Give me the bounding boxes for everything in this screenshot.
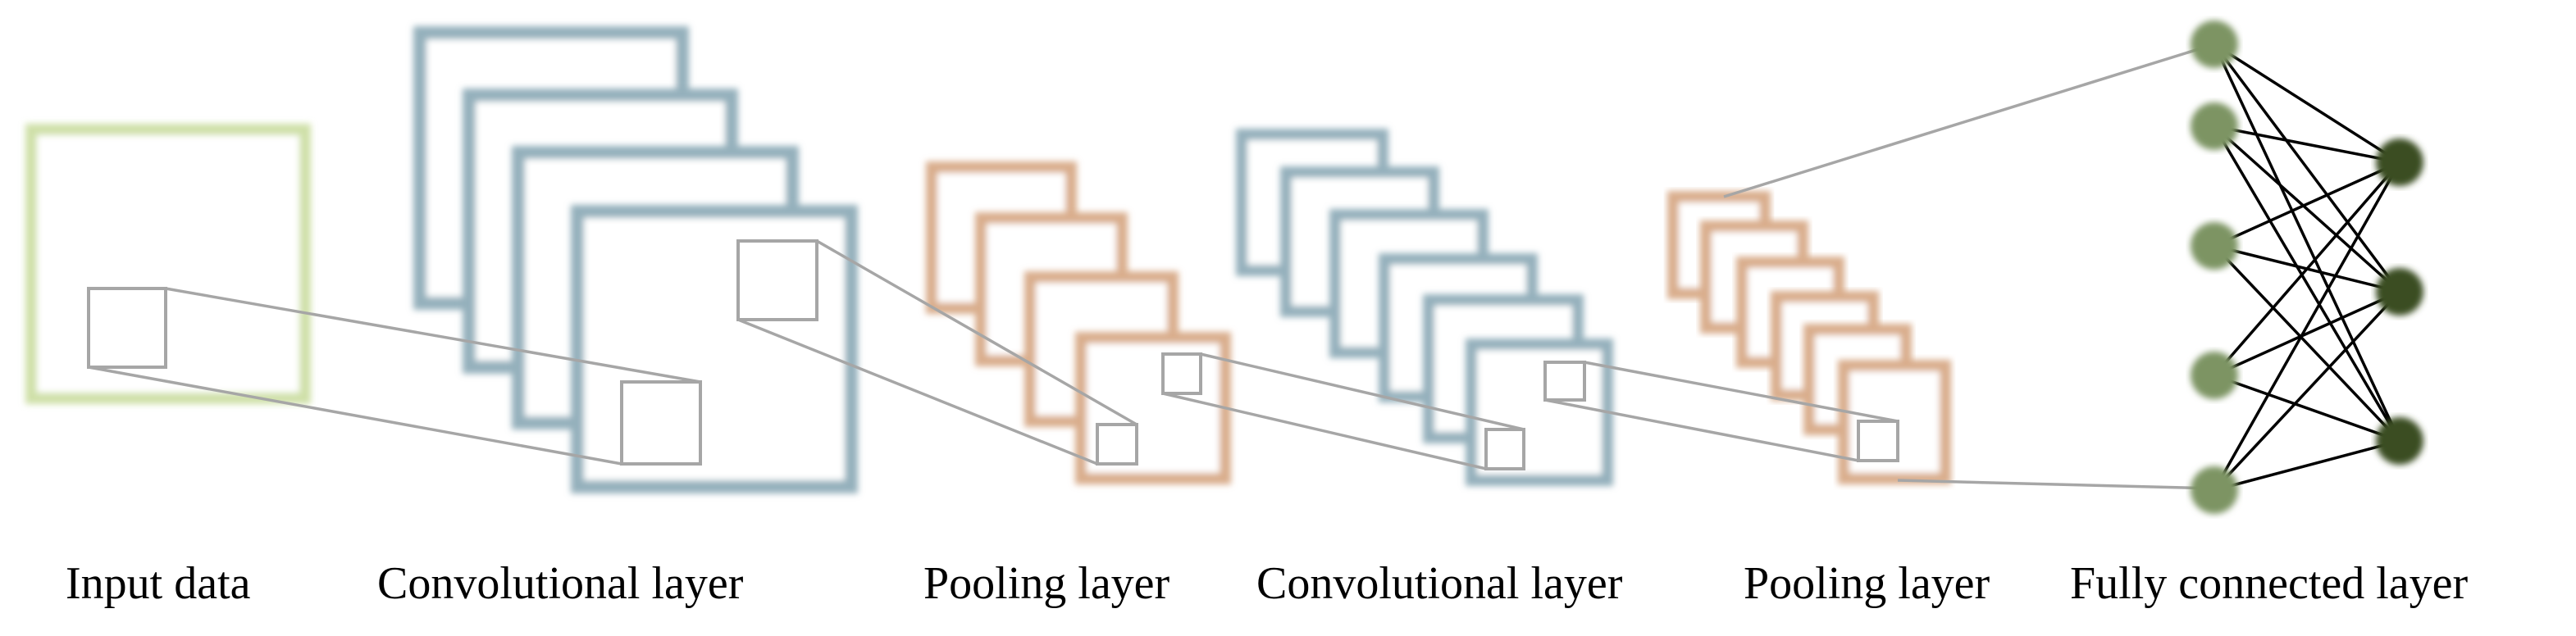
fc-edge (2214, 439, 2400, 492)
fc-edges (2213, 43, 2401, 492)
conv1-source-window (736, 239, 818, 321)
pool1-target-window (1096, 423, 1138, 466)
connector-pool1-conv2-bottom (1162, 392, 1487, 470)
conv2-target-window (1484, 428, 1525, 470)
fc-edge (2213, 244, 2401, 443)
fc-edge (2214, 161, 2400, 248)
fc-output-node (2376, 268, 2423, 316)
fc-edge (2214, 374, 2400, 443)
pool-layer-1 (926, 161, 1231, 484)
label-conv-layer-1: Convolutional layer (377, 558, 744, 609)
pool1-source-window (1161, 352, 1202, 395)
fc-edge (2214, 125, 2400, 164)
label-pool-layer-1: Pooling layer (923, 558, 1170, 609)
connector-conv1-pool1-top (816, 239, 1138, 426)
fc-input-node (2191, 102, 2238, 150)
fc-output-node (2376, 139, 2423, 186)
input-layer (25, 124, 311, 404)
fc-edge (2213, 161, 2401, 491)
fc-input-node (2191, 352, 2238, 399)
pool-layer-2 (1667, 191, 1951, 484)
connector-conv2-pool2-top (1584, 361, 1899, 423)
conv2-source-window (1543, 361, 1586, 402)
connector-pool2-fc-top (1723, 43, 2215, 198)
pool2-target-window (1857, 420, 1899, 462)
connector-input-conv1-bottom (88, 366, 622, 466)
input-frame (25, 124, 311, 404)
connector-conv1-pool1-bottom (737, 318, 1098, 466)
layer-connectors (88, 43, 2215, 490)
fc-output-node (2376, 417, 2423, 465)
connector-conv2-pool2-bottom (1544, 398, 1859, 462)
connector-input-conv1-top (165, 287, 701, 384)
connector-pool2-fc-bottom (1897, 479, 2215, 490)
connector-pool1-conv2-top (1200, 352, 1525, 431)
fc-input-node (2191, 222, 2238, 270)
label-input-data: Input data (66, 558, 251, 609)
fc-edge (2213, 290, 2401, 492)
fc-edge (2213, 43, 2401, 293)
input-receptive-window (87, 287, 167, 369)
fc-edge (2213, 125, 2401, 442)
fc-edge (2213, 125, 2401, 293)
fc-input-node (2191, 20, 2238, 68)
label-pool-layer-2: Pooling layer (1744, 558, 1990, 609)
layer-labels: Input data Convolutional layer Pooling l… (66, 558, 2469, 609)
conv-layer-1 (413, 26, 858, 493)
label-conv-layer-2: Convolutional layer (1256, 558, 1623, 609)
fc-input-node (2191, 466, 2238, 514)
fc-edge (2214, 290, 2400, 377)
fc-nodes (2191, 20, 2423, 514)
fc-edge (2213, 161, 2401, 377)
conv-layer-2 (1236, 129, 1613, 486)
fc-edge (2213, 43, 2401, 442)
label-fully-connected: Fully connected layer (2070, 558, 2469, 609)
fc-edge (2214, 43, 2400, 164)
conv1-target-window (620, 380, 702, 466)
